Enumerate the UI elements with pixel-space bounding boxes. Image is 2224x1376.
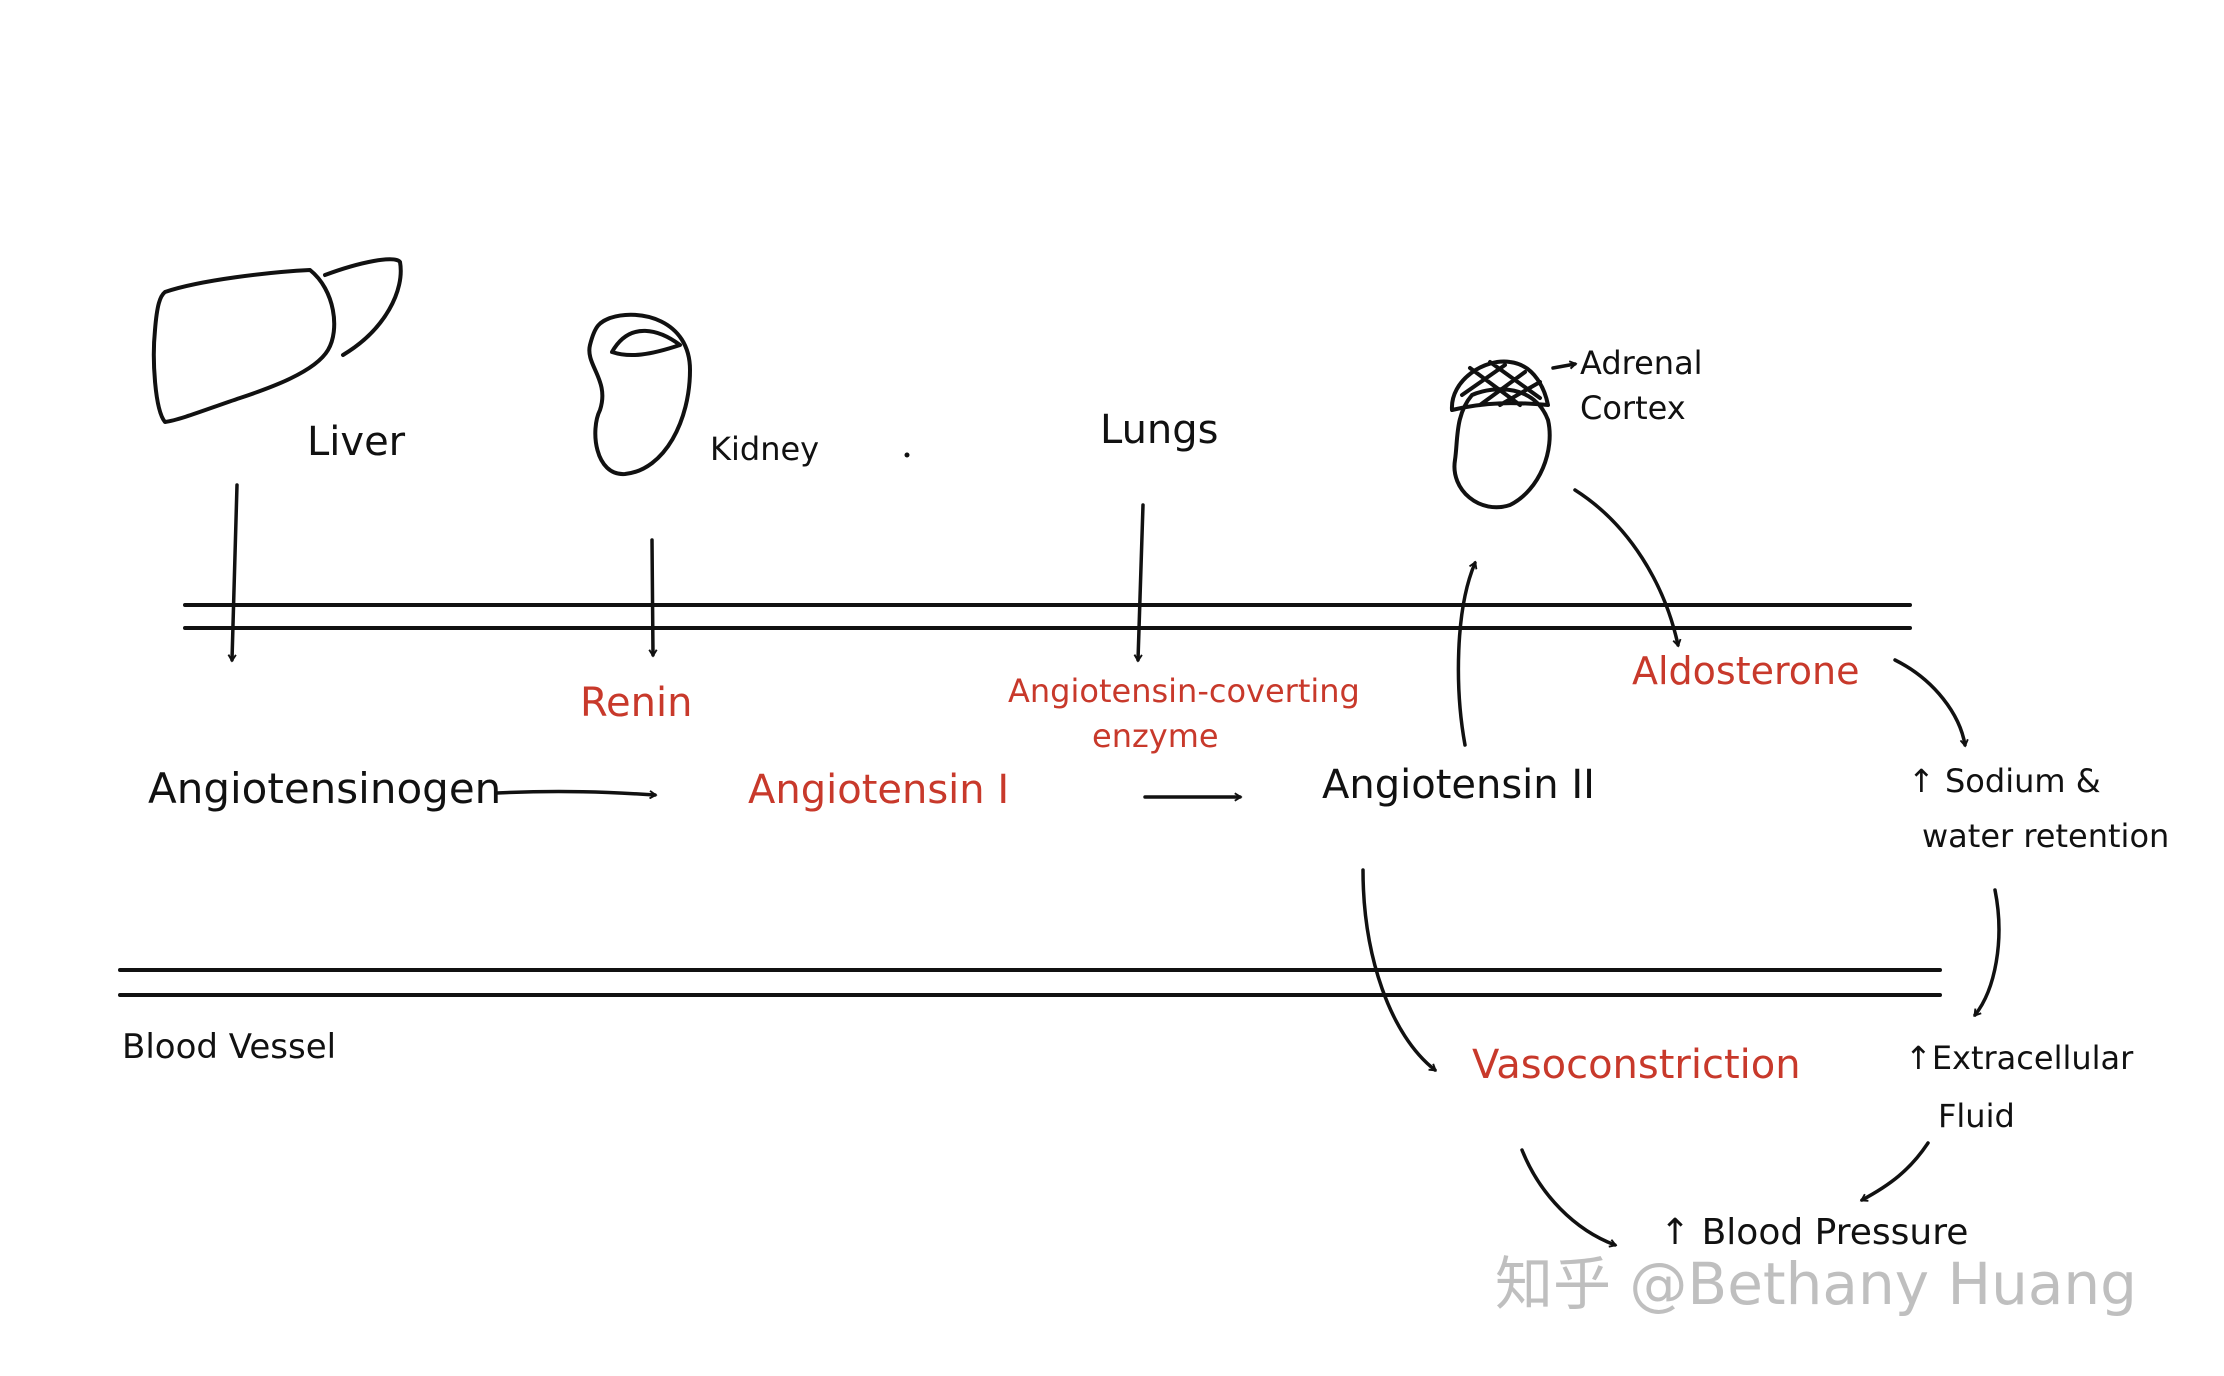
kidney-icon [587, 312, 692, 477]
sodium-label-line2: water retention [1922, 817, 2170, 855]
stray-dot [904, 452, 910, 458]
angiotensinogen-label: Angiotensinogen [148, 764, 502, 813]
angiotensin-2-label: Angiotensin II [1322, 762, 1595, 808]
angiotensin-1-label: Angiotensin I [748, 767, 1010, 813]
adrenal-kidney-icon [1449, 359, 1552, 510]
arrow-adrenal-label [1551, 364, 1575, 370]
vasoconstriction-label: Vasoconstriction [1472, 1042, 1801, 1088]
sodium-label-line1: ↑ Sodium & [1908, 762, 2101, 800]
arrow-sodium-to-ecf [1973, 888, 2001, 1015]
watermark-text: 知乎 @Bethany Huang [1495, 1250, 2137, 1318]
liver-icon [151, 257, 403, 424]
arrow-liver-down [232, 483, 239, 660]
arrow-kidney-down [652, 538, 653, 655]
arrow-ang2-to-adrenal [1456, 563, 1475, 747]
adrenal-label-line1: Adrenal [1580, 344, 1703, 382]
liver-label: Liver [307, 419, 406, 465]
ace-label-line1: Angiotensin-coverting [1008, 672, 1360, 710]
arrow-aldosterone-to-sodium [1893, 658, 1965, 745]
arrow-adrenal-to-aldosterone [1573, 488, 1678, 645]
arrow-angiotensinogen-to-ang1 [495, 789, 655, 795]
adrenal-label-line2: Cortex [1580, 389, 1686, 427]
arrow-ecf-to-bp [1862, 1141, 1930, 1200]
renin-label: Renin [580, 680, 693, 726]
kidney-label: Kidney [710, 430, 820, 468]
ecf-label-line2: Fluid [1938, 1097, 2015, 1135]
arrow-lungs-down [1138, 503, 1145, 660]
arrow-vaso-to-bp [1520, 1148, 1615, 1245]
ace-label-line2: enzyme [1092, 717, 1219, 755]
arrow-ang2-to-vasoconstriction [1361, 868, 1435, 1072]
blood-pressure-label: ↑ Blood Pressure [1660, 1212, 1969, 1253]
lungs-label: Lungs [1100, 407, 1219, 453]
aldosterone-label: Aldosterone [1632, 649, 1860, 693]
blood-vessel-label: Blood Vessel [122, 1027, 337, 1067]
ecf-label-line1: ↑Extracellular [1905, 1039, 2134, 1077]
